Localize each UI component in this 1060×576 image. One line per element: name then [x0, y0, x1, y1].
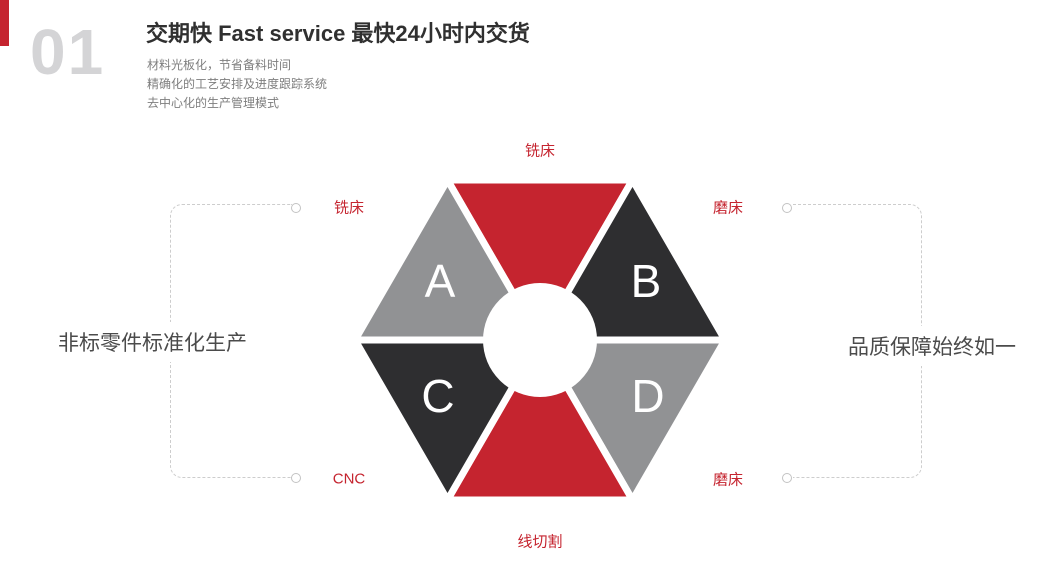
section-number: 01 — [30, 16, 106, 88]
segment-letter-b: B — [630, 255, 662, 307]
hexagon-diagram — [351, 176, 729, 504]
label-left-milling: 铣床 — [333, 199, 365, 217]
hex-center-circle — [483, 283, 597, 397]
connector-dot-bottom-right — [782, 473, 792, 483]
label-right-grinding: 磨床 — [712, 199, 744, 217]
label-top-milling: 铣床 — [524, 142, 556, 160]
label-bottom-right-grinding: 磨床 — [712, 471, 744, 489]
page-title: 交期快 Fast service 最快24小时内交货 — [146, 21, 530, 46]
segment-letter-a: A — [424, 255, 456, 307]
left-caption: 非标零件标准化生产 — [50, 322, 255, 362]
connector-dot-top-right — [782, 203, 792, 213]
connector-dot-top-left — [291, 203, 301, 213]
subtitle-block: 材料光板化，节省备料时间 精确化的工艺安排及进度跟踪系统 去中心化的生产管理模式 — [147, 56, 327, 113]
right-caption: 品质保障始终如一 — [840, 326, 1024, 366]
subtitle-line-2: 精确化的工艺安排及进度跟踪系统 — [147, 77, 328, 91]
segment-letter-c: C — [421, 370, 455, 422]
connector-dot-bottom-left — [291, 473, 301, 483]
subtitle-line-1: 材料光板化，节省备料时间 — [147, 58, 292, 72]
corner-accent-bar — [0, 0, 9, 46]
label-bottom-left-cnc: CNC — [332, 470, 366, 488]
label-bottom-wirecut: 线切割 — [517, 533, 563, 551]
subtitle-line-3: 去中心化的生产管理模式 — [147, 96, 280, 110]
hex-segment-a — [351, 176, 544, 344]
segment-letter-d: D — [631, 370, 665, 422]
